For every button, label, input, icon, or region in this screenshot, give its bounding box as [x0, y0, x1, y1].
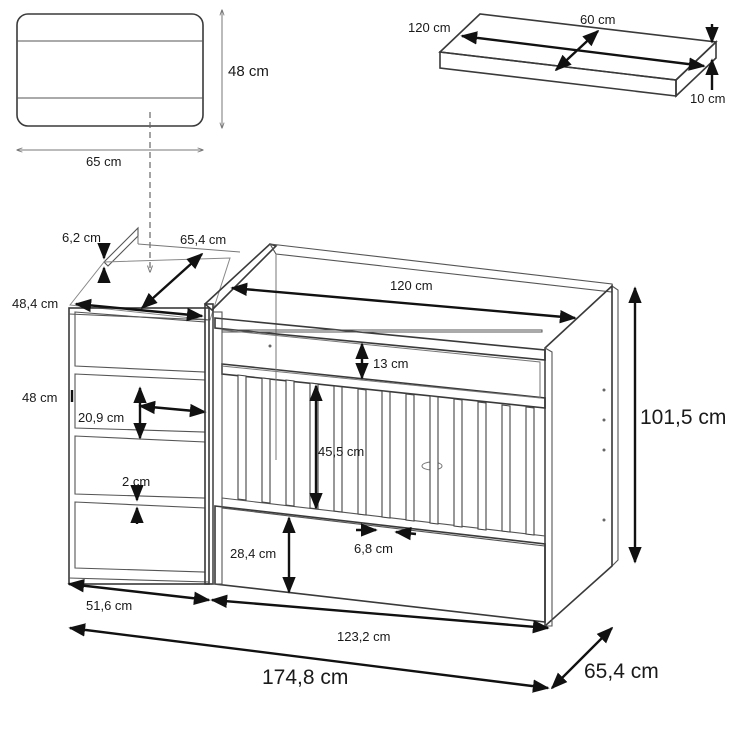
crib-length-label: 123,2 cm — [337, 629, 390, 644]
crib-height-label: 101,5 cm — [640, 406, 726, 429]
shelf-depth-dimension — [554, 29, 600, 72]
slat — [525, 406, 535, 536]
crib-dimensions — [68, 282, 642, 693]
rail-height-label: 13 cm — [373, 356, 408, 371]
slat — [501, 404, 511, 533]
drawer-depth-dimension — [138, 400, 207, 418]
crib-inner-length-dimension — [230, 282, 577, 324]
changing-mattress — [16, 10, 222, 272]
top-width-label: 48,4 cm — [12, 296, 58, 311]
dresser-drawer-1 — [74, 311, 206, 373]
crib-slats — [237, 374, 535, 536]
slat-gap-label: 6,8 cm — [354, 541, 393, 556]
crib-inner-length-label: 120 cm — [390, 278, 433, 293]
overall-depth-dimension — [550, 626, 614, 690]
slat-gap-dimension — [394, 526, 417, 541]
slat — [405, 393, 415, 522]
dresser-drawer-4 — [74, 501, 206, 573]
shelf-thickness-label: 10 cm — [690, 91, 725, 106]
slat — [453, 398, 463, 528]
overall-length-dimension — [68, 623, 550, 693]
shelf-length-dimension — [460, 31, 706, 71]
overall-length-label: 174,8 cm — [262, 666, 348, 689]
dresser-width-dimension — [67, 579, 211, 605]
slat — [261, 377, 271, 504]
shelf-depth-label: 60 cm — [580, 12, 615, 27]
slat-height-label: 45,5 cm — [318, 444, 364, 459]
slat — [357, 388, 367, 516]
slat — [237, 374, 247, 501]
top-depth-dimension — [140, 252, 204, 310]
top-thickness-label: 6,2 cm — [62, 230, 101, 245]
overall-depth-label: 65,4 cm — [584, 660, 659, 683]
top-width-dimension — [74, 298, 204, 322]
mattress-width-label: 65 cm — [86, 154, 121, 169]
slat — [333, 385, 343, 513]
shelf-length-label: 120 cm — [408, 20, 451, 35]
dresser-unit — [67, 226, 241, 605]
dresser-width-label: 51,6 cm — [86, 598, 132, 613]
mattress-height-label: 48 cm — [228, 63, 269, 80]
crib-length-dimension — [210, 594, 550, 634]
slat — [429, 395, 439, 525]
crib-drawer-height-label: 28,4 cm — [230, 546, 276, 561]
slat — [285, 379, 295, 507]
shelf-board — [438, 13, 719, 98]
slat — [381, 390, 391, 519]
dresser-drawer-height-label: 48 cm — [22, 390, 57, 405]
top-depth-label: 65,4 cm — [180, 232, 226, 247]
slat — [477, 401, 487, 531]
drawer-gap-label: 2 cm — [122, 474, 150, 489]
drawer-depth-label: 20,9 cm — [78, 410, 124, 425]
